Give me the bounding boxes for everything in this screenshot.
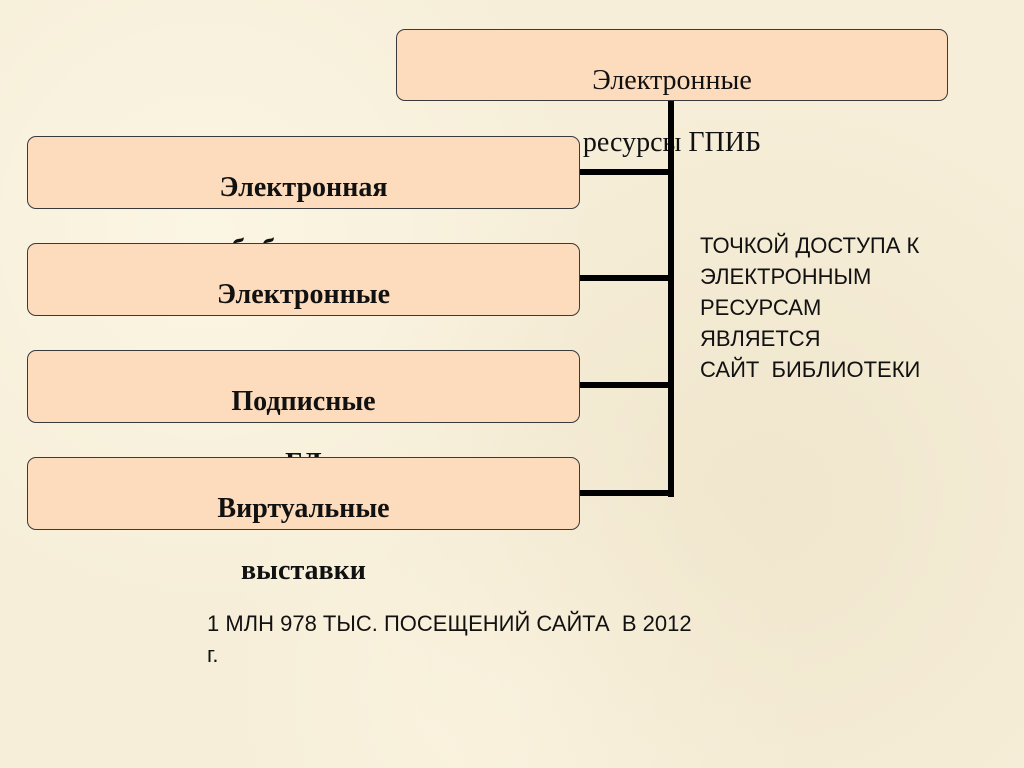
child-node-line: Виртуальные: [217, 493, 390, 524]
child-node-electronic-library: Электронная библиотека: [27, 136, 580, 265]
root-node-line: ресурсы ГПИБ: [582, 127, 762, 158]
connector-trunk: [668, 101, 674, 497]
connector-branch: [580, 169, 674, 175]
child-node-subscription-db: Подписные БД: [27, 350, 580, 479]
connector-branch: [580, 275, 674, 281]
side-note-line: САЙТ БИБЛИОТЕКИ: [700, 357, 921, 382]
root-node-label: Электронные ресурсы ГПИБ: [583, 34, 761, 189]
side-note-line: ЭЛЕКТРОННЫМ: [700, 264, 872, 289]
child-node-line: Электронная: [219, 172, 388, 203]
side-note-line: ТОЧКОЙ ДОСТУПА К: [700, 233, 920, 258]
side-note: ТОЧКОЙ ДОСТУПА К ЭЛЕКТРОННЫМ РЕСУРСАМ ЯВ…: [700, 230, 1000, 385]
side-note-line: ЯВЛЯЕТСЯ: [700, 326, 821, 351]
footer-note: 1 МЛН 978 ТЫС. ПОСЕЩЕНИЙ САЙТА В 2012 г.: [207, 608, 807, 670]
child-node-line: Подписные: [231, 386, 376, 417]
child-node-virtual-exhibitions: Виртуальные выставки: [27, 457, 580, 586]
child-node-line: выставки: [241, 555, 366, 586]
footer-note-line: г.: [207, 642, 219, 667]
root-node-line: Электронные: [592, 65, 752, 96]
child-node-electronic-catalogs: Электронные каталоги: [27, 243, 580, 372]
child-node-line: Электронные: [216, 279, 391, 310]
connector-branch: [580, 382, 674, 388]
child-node-label: Виртуальные выставки: [217, 462, 389, 617]
side-note-line: РЕСУРСАМ: [700, 295, 822, 320]
connector-branch: [580, 490, 674, 496]
root-node: Электронные ресурсы ГПИБ: [396, 29, 948, 158]
footer-note-line: 1 МЛН 978 ТЫС. ПОСЕЩЕНИЙ САЙТА В 2012: [207, 611, 692, 636]
